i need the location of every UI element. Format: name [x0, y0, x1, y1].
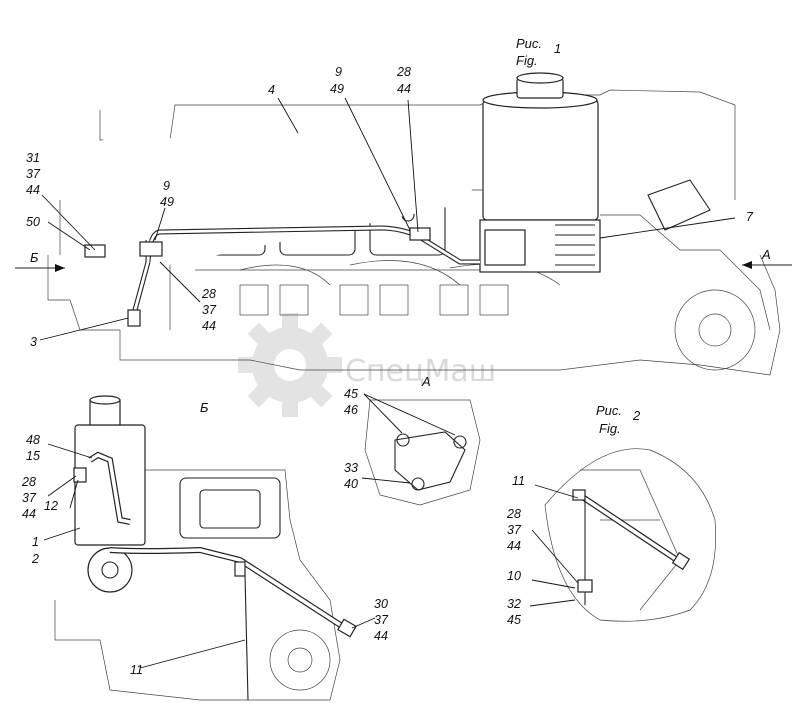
section-arrow-a	[742, 261, 792, 269]
callout-12: 12	[44, 499, 58, 513]
callout-28-fig2: 28	[506, 507, 521, 521]
callout-31: 31	[26, 151, 40, 165]
callout-33: 33	[344, 461, 358, 475]
callout-37-right: 37	[374, 613, 389, 627]
callout-9-mid: 9	[163, 179, 170, 193]
callout-40: 40	[344, 477, 358, 491]
callout-9-top: 9	[335, 65, 342, 79]
fig2-title-en: Fig.	[599, 421, 621, 436]
callout-44-left: 44	[26, 183, 40, 197]
watermark: СпецМаш	[238, 313, 496, 417]
callout-44-mid: 44	[202, 319, 216, 333]
callout-50: 50	[26, 215, 40, 229]
view-label-a: А	[761, 247, 771, 262]
callout-32: 32	[507, 597, 521, 611]
callout-45-fig2: 45	[507, 613, 521, 627]
callout-30: 30	[374, 597, 388, 611]
callout-1: 1	[32, 535, 39, 549]
callout-15: 15	[26, 449, 40, 463]
fig1-title-en: Fig.	[516, 53, 538, 68]
callout-37-mid: 37	[202, 303, 217, 317]
callout-28-mid: 28	[201, 287, 216, 301]
fig1-title-ru: Рис.	[516, 36, 542, 51]
callout-49-mid: 49	[160, 195, 174, 209]
figure-1-engine-view: Б А Рис. 1 Fig. 4 9 49 28 44 31 37 44 50…	[15, 36, 792, 376]
detail-b-label: Б	[200, 400, 209, 415]
callout-44-top: 44	[397, 82, 411, 96]
callout-11-bottom: 11	[130, 663, 143, 677]
callout-48: 48	[26, 433, 40, 447]
fig1-title-num: 1	[554, 41, 561, 56]
callout-37-fig2: 37	[507, 523, 522, 537]
figure-2-view: Рис. 2 Fig. 11 28 37 44 10 32 45	[506, 403, 716, 627]
callout-2: 2	[31, 552, 39, 566]
fig2-title-ru: Рис.	[596, 403, 622, 418]
callout-4: 4	[268, 83, 275, 97]
detail-a-view: А 45 46 33 40	[344, 374, 481, 506]
section-arrow-b	[15, 264, 65, 272]
fig2-title-num: 2	[632, 408, 641, 423]
callout-44-fig2: 44	[507, 539, 521, 553]
callout-28-left: 28	[21, 475, 36, 489]
callout-37-left: 37	[26, 167, 41, 181]
view-label-b: Б	[30, 250, 39, 265]
callout-46: 46	[344, 403, 358, 417]
callout-44-right: 44	[374, 629, 388, 643]
detail-a-label: А	[421, 374, 431, 389]
callout-3: 3	[30, 335, 37, 349]
callout-44-lower: 44	[22, 507, 36, 521]
callout-28-top: 28	[396, 65, 411, 79]
gear-icon	[238, 313, 342, 417]
callout-49-top: 49	[330, 82, 344, 96]
callout-37-lower: 37	[22, 491, 37, 505]
detail-b-view: Б 48 15 28 37 44	[21, 395, 389, 701]
callout-7: 7	[746, 210, 754, 224]
callout-10: 10	[507, 569, 521, 583]
callout-11-fig2: 11	[512, 474, 525, 488]
watermark-text: СпецМаш	[345, 354, 496, 389]
callout-45: 45	[344, 387, 358, 401]
